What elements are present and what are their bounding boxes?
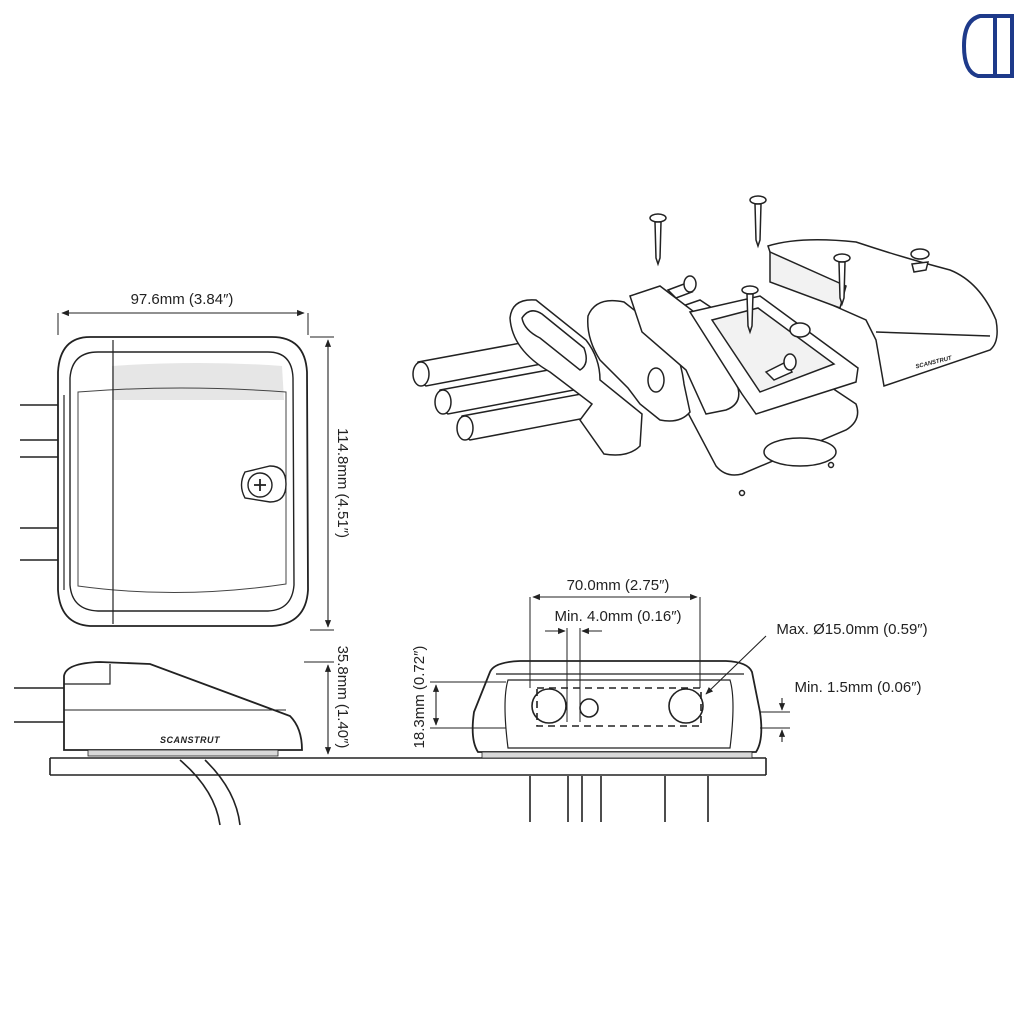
height-dimension-label: 35.8mm (1.40″) [334,646,351,749]
screw-icon [649,195,930,381]
length-dimension-label: 114.8mm (4.51″) [334,428,351,538]
screw-icon [240,465,287,503]
top-view: 97.6mm (3.84″) 114.8mm (4.51″) [20,291,351,631]
side-brand-mark: SCANSTRUT [160,735,221,745]
inner-height-label: 18.3mm (0.72″) [411,646,428,749]
side-housing [63,661,303,751]
front-housing [471,660,763,753]
spacing-dimension-label: 70.0mm (2.75″) [567,577,670,594]
max-hole-label: Max. Ø15.0mm (0.59″) [776,621,927,638]
cable-icon [20,404,64,561]
corner-logo-icon [961,14,1014,78]
mounting-deck [49,757,767,776]
grommet-rear [587,299,691,422]
front-view: 70.0mm (2.75″) Min. 4.0mm (0.16″) Max. Ø… [411,577,928,822]
cable-icon [412,337,600,441]
min-gap-label: Min. 4.0mm (0.16″) [554,608,681,625]
side-view: SCANSTRUT 35.8mm (1.40″) [14,646,351,826]
housing-outline [57,336,309,627]
exploded-view: SCANSTRUT [412,195,998,497]
min-thickness-label: Min. 1.5mm (0.06″) [794,679,921,696]
width-dimension-label: 97.6mm (3.84″) [131,291,234,308]
